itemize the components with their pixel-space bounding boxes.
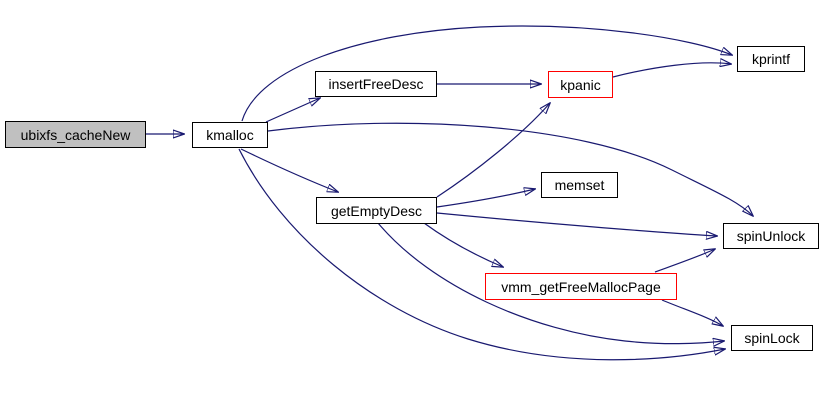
edge-getEmptyDesc-spinUnlock [436, 212, 717, 236]
node-kmalloc[interactable]: kmalloc [192, 122, 268, 148]
node-ubixfs_cacheNew[interactable]: ubixfs_cacheNew [5, 121, 146, 148]
edge-getEmptyDesc-vmm_getFreeMallocPage [423, 222, 503, 267]
node-label: memset [554, 177, 605, 193]
node-kpanic[interactable]: kpanic [548, 71, 613, 98]
node-label: ubixfs_cacheNew [20, 126, 131, 143]
node-getEmptyDesc[interactable]: getEmptyDesc [316, 197, 437, 224]
edge-vmm_getFreeMallocPage-spinUnlock [654, 249, 715, 273]
node-label: insertFreeDesc [328, 76, 424, 92]
edge-kmalloc-spinLock [238, 148, 725, 361]
node-label: spinUnlock [736, 228, 806, 244]
edge-kmalloc-kprintf [241, 25, 732, 122]
node-spinUnlock[interactable]: spinUnlock [723, 223, 819, 249]
edge-getEmptyDesc-kpanic [436, 103, 550, 198]
node-label: kmalloc [206, 127, 254, 143]
edge-kmalloc-insertFreeDesc [265, 98, 320, 123]
node-insertFreeDesc[interactable]: insertFreeDesc [315, 71, 437, 97]
node-label: kprintf [751, 51, 791, 67]
node-label: kpanic [560, 76, 601, 93]
edge-getEmptyDesc-memset [436, 189, 535, 208]
edge-vmm_getFreeMallocPage-spinLock [661, 299, 723, 326]
node-memset[interactable]: memset [541, 172, 618, 198]
edge-kpanic-kprintf [612, 63, 731, 78]
edge-getEmptyDesc-spinLock [377, 222, 724, 344]
node-kprintf[interactable]: kprintf [737, 46, 805, 72]
node-spinLock[interactable]: spinLock [731, 325, 813, 351]
node-label: getEmptyDesc [330, 202, 423, 219]
edge-kmalloc-spinUnlock [267, 122, 753, 216]
node-label: spinLock [744, 330, 800, 346]
node-label: vmm_getFreeMallocPage [501, 278, 661, 295]
node-vmm_getFreeMallocPage[interactable]: vmm_getFreeMallocPage [485, 273, 677, 300]
edge-kmalloc-getEmptyDesc [240, 148, 338, 192]
